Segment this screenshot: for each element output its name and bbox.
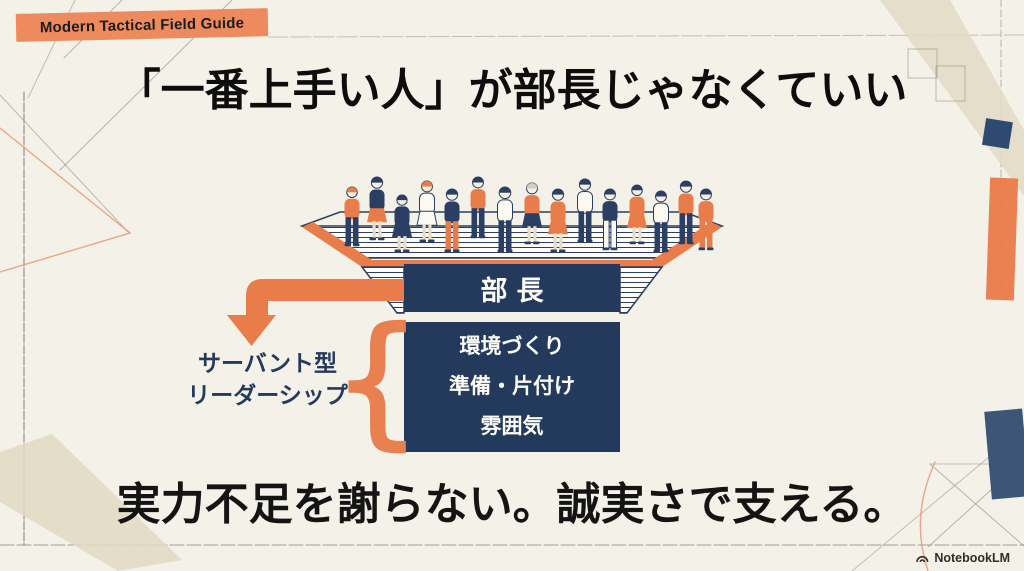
notebooklm-logo-icon (916, 555, 929, 563)
brand-label: NotebookLM (934, 551, 1010, 565)
duty-item: 準備・片付け (449, 375, 575, 398)
bottom-statement: 実力不足を謝らない。誠実さで支える。 (116, 480, 908, 529)
curly-brace-decoration: { (331, 298, 424, 463)
servant-leadership-label: サーバント型 リーダーシップ (187, 350, 348, 408)
navy-square-accent (981, 118, 1013, 150)
team-crowd-illustration (344, 176, 714, 253)
leader-box: 部長 (404, 264, 620, 312)
header-tape-badge: Modern Tactical Field Guide (15, 8, 269, 42)
leader-box-label: 部長 (480, 275, 553, 306)
duty-item: 環境づくり (459, 335, 565, 358)
duty-item: 雰囲気 (480, 415, 544, 438)
tape-bottom-left (0, 434, 182, 571)
slide-title: 「一番上手い人」が部長じゃなくていい (116, 66, 908, 115)
notebooklm-credit: NotebookLM (915, 551, 1010, 565)
tape-right-orange (985, 177, 1019, 301)
outline-square-2 (935, 65, 966, 102)
duties-box: 環境づくり 準備・片付け 雰囲気 (404, 322, 620, 452)
outline-square-1 (907, 48, 938, 79)
servant-arrow (227, 279, 430, 346)
badge-label: Modern Tactical Field Guide (39, 14, 245, 36)
tape-bottom-right-navy (984, 408, 1024, 500)
